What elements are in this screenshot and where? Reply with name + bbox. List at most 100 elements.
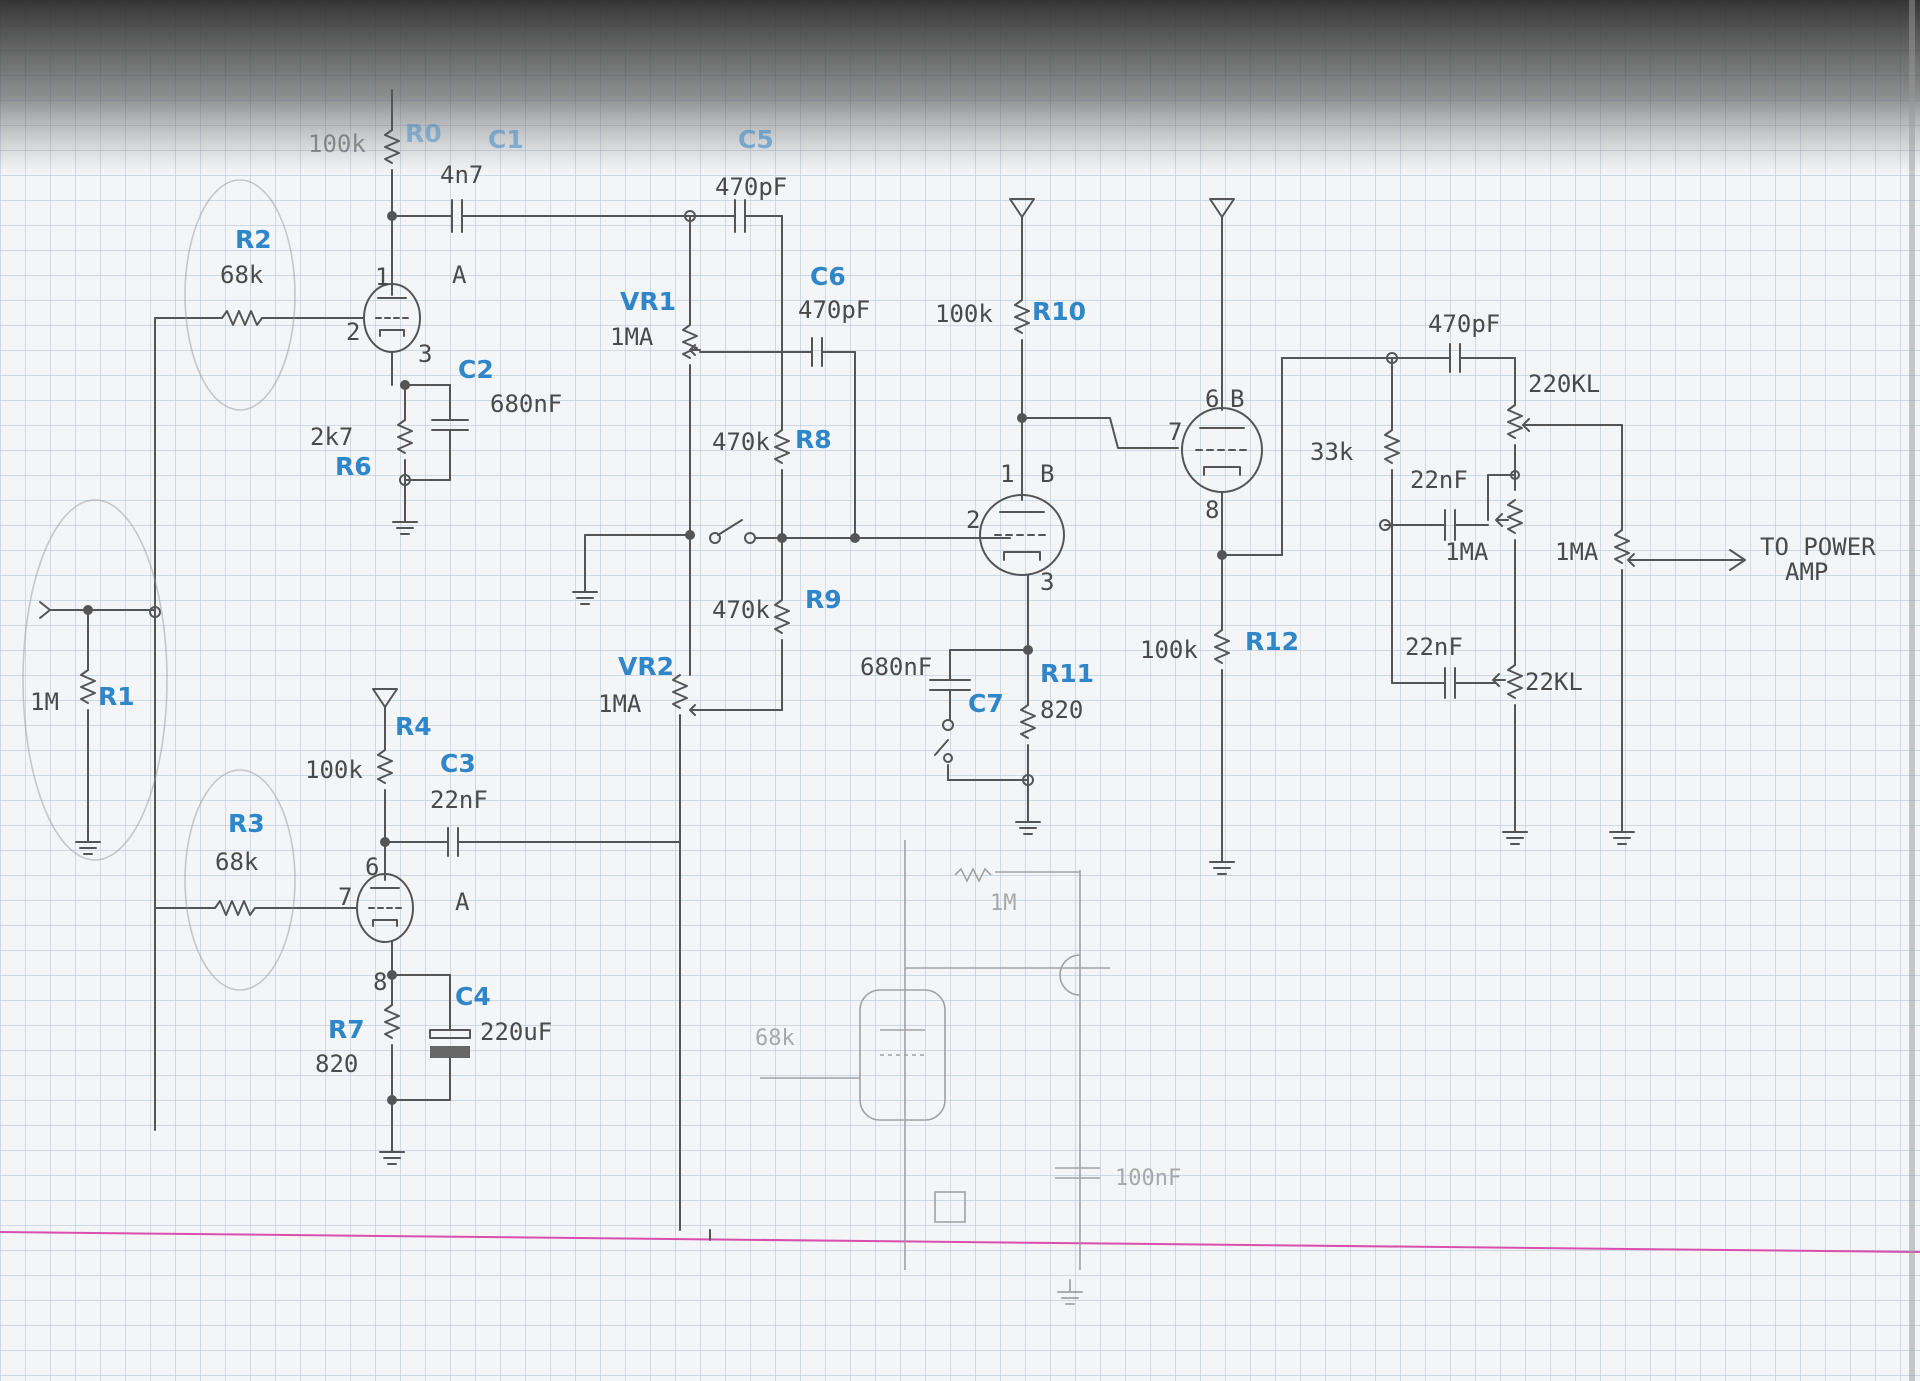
label-c2-ref: C2 — [458, 355, 494, 384]
label-c1-ref: C1 — [488, 125, 524, 154]
label-tone-c2: 22nF — [1410, 466, 1468, 494]
label-vr1-ref: VR1 — [620, 287, 676, 316]
pot-master — [1614, 529, 1630, 564]
label-tone-vr1: 1MA — [1445, 538, 1489, 566]
label-v2-pin1: 1 — [1000, 460, 1014, 488]
label-c3-ref: C3 — [440, 749, 476, 778]
label-r1-ref: R1 — [98, 682, 135, 711]
output-arrow-icon — [1729, 549, 1746, 571]
label-v3-tag: B — [1230, 385, 1244, 413]
label-v1-pin1: 1 — [375, 263, 389, 291]
label-c6-value: 470pF — [798, 296, 870, 324]
label-r4-ref: R4 — [395, 712, 432, 741]
bright-switch — [717, 519, 743, 536]
label-r8-ref: R8 — [795, 425, 832, 454]
label-c5-value: 470pF — [715, 173, 787, 201]
label-r0-value: 100k — [308, 130, 366, 158]
label-r10-ref: R10 — [1032, 297, 1086, 326]
pot-mid — [1507, 499, 1523, 534]
label-tone-c1: 470pF — [1428, 310, 1500, 338]
label-v4-pin6: 6 — [365, 853, 379, 881]
erased-sketch — [760, 840, 1110, 1305]
label-tone-r3: 22KL — [1525, 668, 1583, 696]
resistor-r6 — [397, 419, 413, 454]
pot-vr1 — [682, 324, 698, 359]
label-v3-pin6: 6 — [1205, 385, 1219, 413]
resistor-33k — [1384, 429, 1400, 464]
label-v3-pin8: 8 — [1205, 496, 1219, 524]
stage1-top-triode — [154, 89, 723, 535]
label-r3-ref: R3 — [228, 809, 265, 838]
tube-v2 — [979, 494, 1065, 576]
pot-treble — [1507, 404, 1523, 439]
resistor-r1 — [80, 669, 96, 704]
label-ghost-r: 1M — [990, 891, 1017, 916]
tube-v1b — [356, 873, 414, 943]
label-v2-tag: B — [1040, 460, 1054, 488]
stage3-triode — [1181, 198, 1393, 875]
label-r2-ref: R2 — [235, 225, 272, 254]
label-v1-tag: A — [452, 261, 467, 289]
label-tone-vr2: 1MA — [1555, 538, 1599, 566]
resistor-r3 — [214, 900, 256, 916]
label-r6-value: 2k7 — [310, 423, 353, 451]
cap-c4 — [429, 1029, 471, 1039]
label-r11-value: 820 — [1040, 696, 1083, 724]
resistor-r2 — [221, 310, 263, 326]
label-v4-tag: A — [455, 888, 470, 916]
label-c4-value: 220uF — [480, 1018, 552, 1046]
label-output-line2: AMP — [1785, 558, 1828, 586]
label-c2-value: 680nF — [490, 390, 562, 418]
label-r3-value: 68k — [215, 848, 259, 876]
label-c3-value: 22nF — [430, 786, 488, 814]
stage1-bottom-triode — [184, 688, 681, 1165]
label-c1-value: 4n7 — [440, 161, 483, 189]
resistor-r12 — [1214, 629, 1230, 664]
resistor-r8 — [774, 429, 790, 464]
label-r1-value: 1M — [30, 688, 59, 716]
resistor-r9 — [774, 599, 790, 634]
label-r9-value: 470k — [712, 596, 770, 624]
label-output-line1: TO POWER — [1760, 533, 1876, 561]
resistor-r10 — [1014, 299, 1030, 334]
label-v2-pin2: 2 — [966, 506, 980, 534]
label-r12-ref: R12 — [1245, 627, 1299, 656]
input-section — [22, 317, 216, 1131]
margin-line — [0, 1231, 1920, 1253]
scan-shadow — [0, 0, 1920, 175]
label-tone-r2: 33k — [1310, 438, 1354, 466]
label-v1-pin2: 2 — [346, 318, 360, 346]
label-tone-r1: 220KL — [1528, 370, 1600, 398]
label-v4-pin7: 7 — [338, 883, 352, 911]
label-v1-pin3: 3 — [418, 340, 432, 368]
resistor-r11 — [1020, 704, 1036, 739]
resistor-r4 — [377, 749, 393, 784]
label-r2-value: 68k — [220, 261, 264, 289]
label-c7-value: 680nF — [860, 653, 932, 681]
label-r8-value: 470k — [712, 428, 770, 456]
resistor-r0 — [384, 129, 400, 164]
label-r7-ref: R7 — [328, 1015, 365, 1044]
label-c5-ref: C5 — [738, 125, 774, 154]
label-c6-ref: C6 — [810, 262, 846, 291]
tone-stack — [1379, 343, 1746, 845]
label-r11-ref: R11 — [1040, 659, 1094, 688]
label-r12-value: 100k — [1140, 636, 1198, 664]
label-vr1-value: 1MA — [610, 323, 654, 351]
label-v2-pin3: 3 — [1040, 568, 1054, 596]
labels: 100k R0 C1 4n7 C5 470pF R2 68k 1 A 2 3 C… — [30, 119, 1876, 1191]
label-r9-ref: R9 — [805, 585, 842, 614]
label-ghost-r2: 68k — [755, 1026, 795, 1051]
label-v3-pin7: 7 — [1168, 418, 1182, 446]
label-tone-c3: 22nF — [1405, 633, 1463, 661]
label-r10-value: 100k — [935, 300, 993, 328]
label-c7-ref: C7 — [968, 689, 1004, 718]
label-ghost-c: 100nF — [1115, 1166, 1181, 1191]
label-c4-ref: C4 — [455, 982, 491, 1011]
stage2-triode — [929, 198, 1179, 835]
pot-bass — [1507, 664, 1523, 699]
label-r0-ref: R0 — [405, 119, 442, 148]
resistor-r7 — [384, 1004, 400, 1039]
label-vr2-ref: VR2 — [618, 652, 674, 681]
